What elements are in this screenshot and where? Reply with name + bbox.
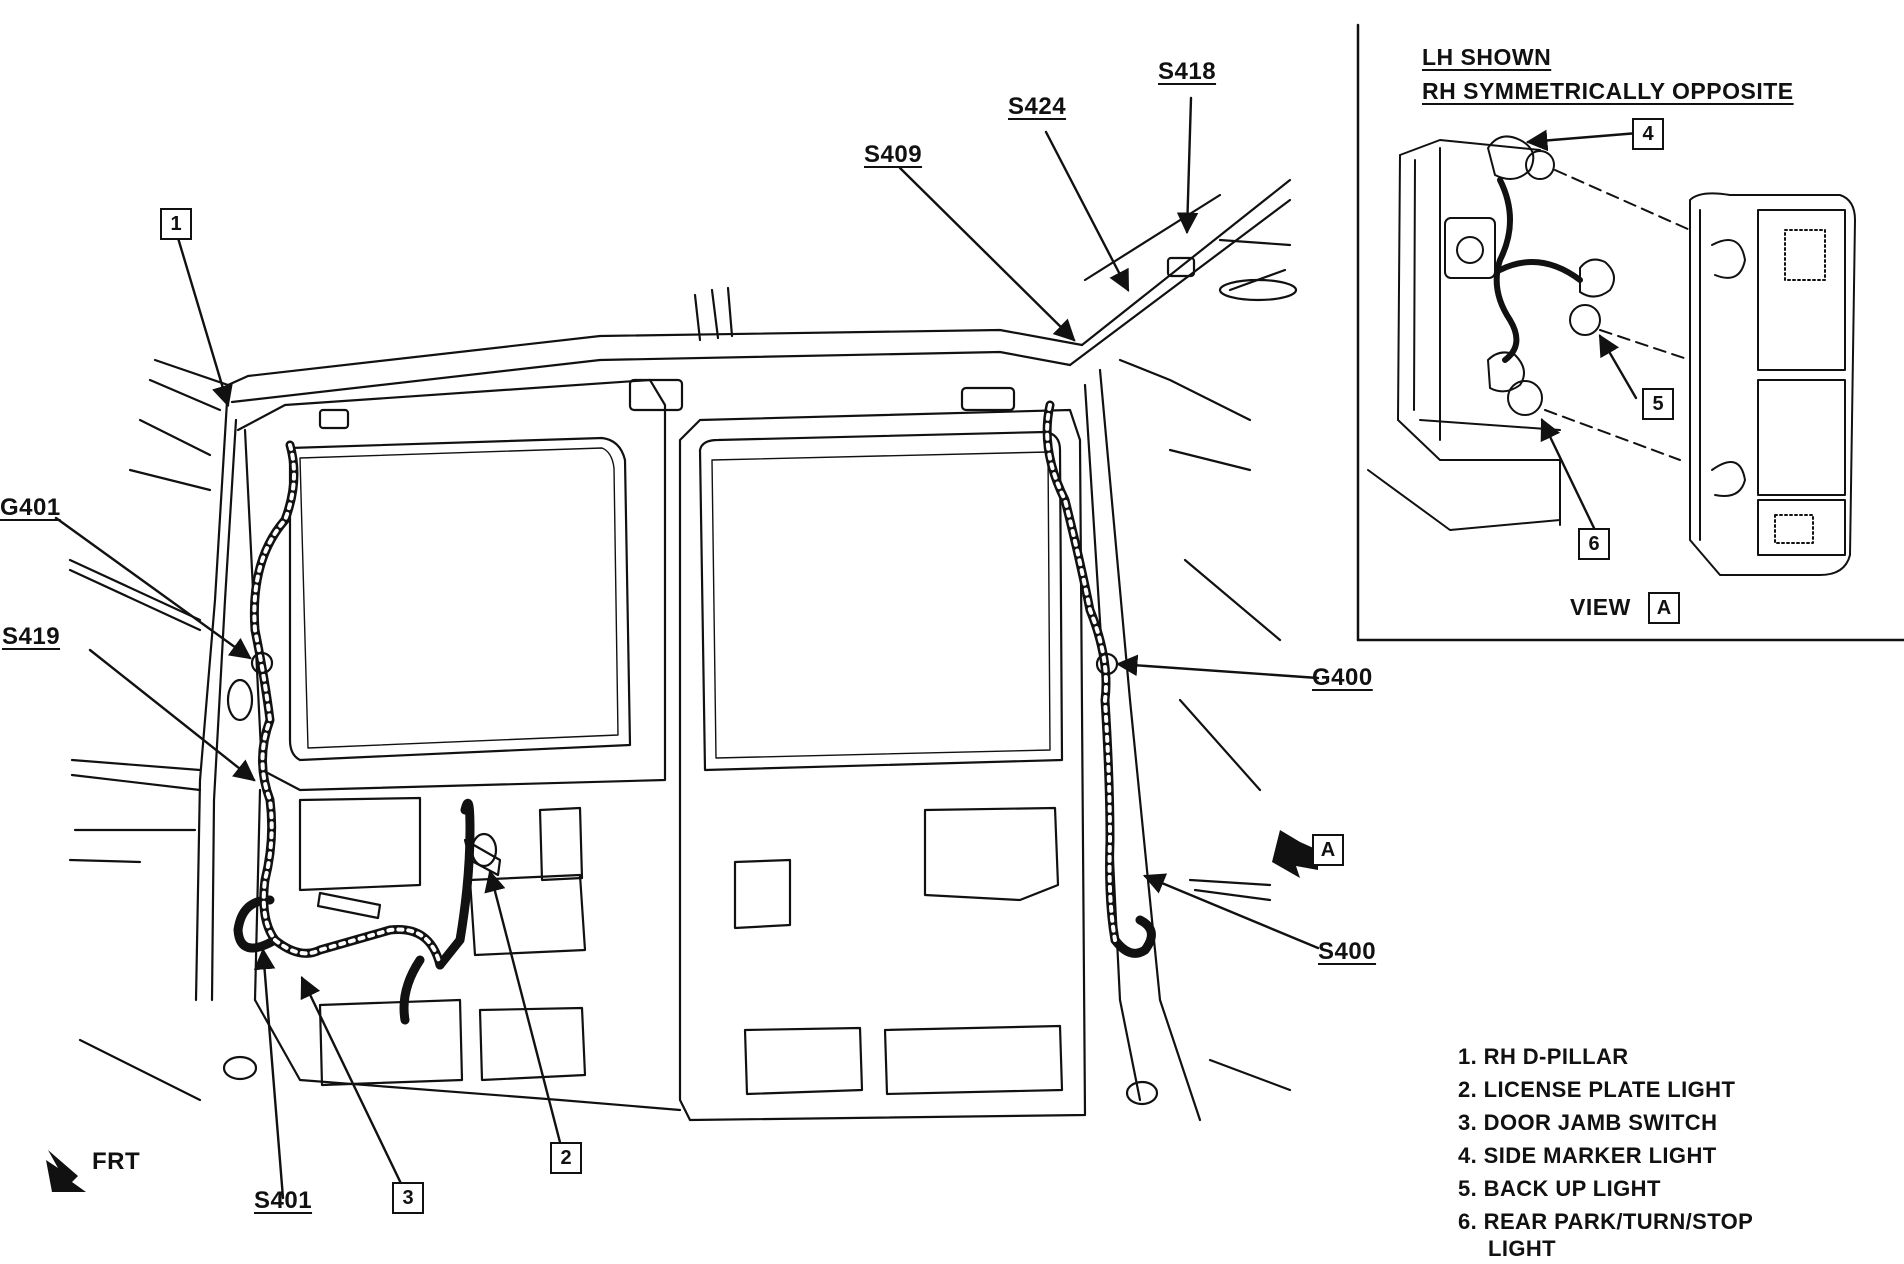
legend-item-2: 2. LICENSE PLATE LIGHT [1458,1077,1736,1102]
wiring-harness [233,400,1156,1025]
connector [316,891,382,920]
legend-item-6-cont: LIGHT [1488,1236,1556,1261]
inset-view-letter: A [1648,592,1680,624]
callout-s424: S424 [1008,93,1067,120]
inset-lamp-assembly [1367,135,1856,576]
callout-s401: S401 [254,1187,313,1214]
inset-frame [1356,23,1904,642]
leader-lines [54,96,1640,1200]
inset-rh-note: RH SYMMETRICALLY OPPOSITE [1422,78,1794,104]
item-box-5: 5 [1642,388,1674,420]
view-a-arrow [1272,830,1318,878]
inset-view-label: VIEW [1570,594,1631,620]
callout-g400: G400 [1312,664,1373,691]
legend-item-5: 5. BACK UP LIGHT [1458,1176,1661,1201]
parts-legend: 1. RH D-PILLAR 2. LICENSE PLATE LIGHT 3.… [1458,1040,1753,1260]
callout-frt: FRT [92,1148,141,1175]
callout-s400: S400 [1318,938,1377,965]
view-a-marker: A [1312,834,1344,866]
item-box-3: 3 [392,1182,424,1214]
callout-s419: S419 [2,623,61,650]
ground-g401 [250,651,274,675]
item-box-6: 6 [1578,528,1610,560]
callout-s409: S409 [864,141,923,168]
item-box-1: 1 [160,208,192,240]
legend-item-1: 1. RH D-PILLAR [1458,1044,1629,1069]
legend-item-6: 6. REAR PARK/TURN/STOP [1458,1209,1754,1234]
legend-item-3: 3. DOOR JAMB SWITCH [1458,1110,1718,1135]
item-box-2: 2 [550,1142,582,1174]
frt-arrow [46,1150,86,1192]
van-body [68,178,1298,1122]
inset-lh-shown: LH SHOWN [1422,44,1552,70]
callout-s418: S418 [1158,58,1217,85]
legend-item-4: 4. SIDE MARKER LIGHT [1458,1143,1717,1168]
wiring-harness-highlight [252,403,1117,967]
item-box-4: 4 [1632,118,1664,150]
callout-g401: G401 [0,494,61,521]
